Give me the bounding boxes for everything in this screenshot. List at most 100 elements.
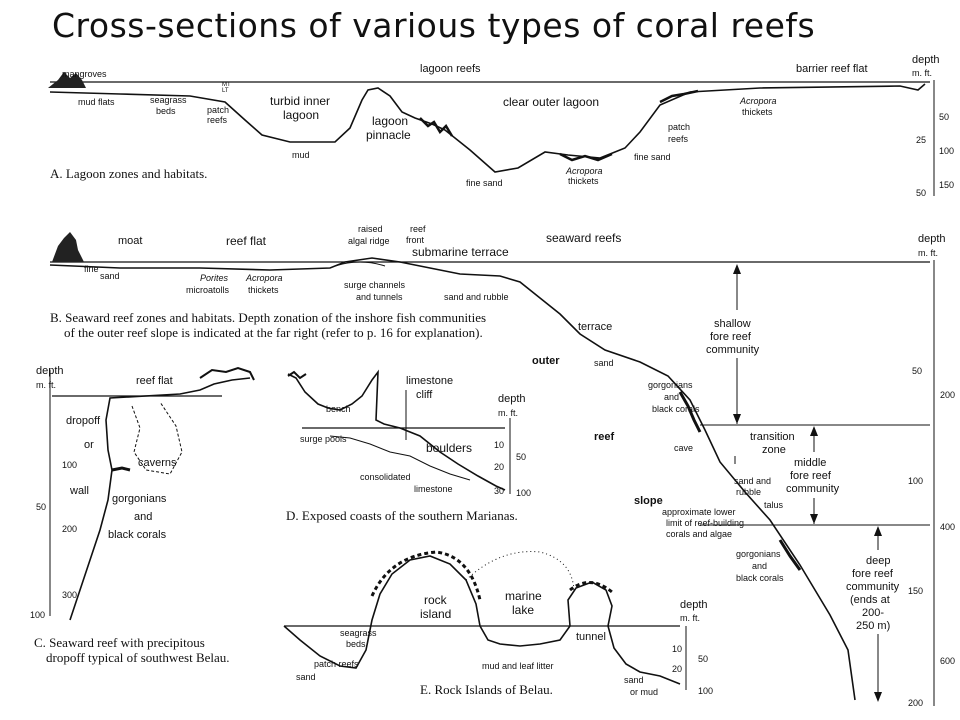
label-surge-pools: surge pools bbox=[300, 434, 347, 444]
label-front: front bbox=[406, 235, 425, 245]
reef-coral-texture bbox=[111, 466, 131, 472]
cavern-outline bbox=[131, 401, 183, 475]
depth-units-d: m. ft. bbox=[498, 408, 518, 418]
label-200: 200- bbox=[862, 607, 884, 619]
label-porites: Porites bbox=[200, 273, 229, 283]
arrow-head-icon bbox=[733, 264, 741, 274]
reef-coral-texture bbox=[559, 152, 613, 162]
tick-ft-50-d: 50 bbox=[516, 452, 526, 462]
label-turbid-inner: turbid inner bbox=[270, 94, 330, 108]
label-patch: patch bbox=[207, 105, 229, 115]
label-patch-reefs: reefs bbox=[207, 115, 228, 125]
label-algal-ridge: algal ridge bbox=[348, 236, 390, 246]
label-terrace: terrace bbox=[578, 321, 612, 333]
label-island: island bbox=[420, 607, 451, 621]
panel-b-seaward: moat reef flat raised algal ridge reef f… bbox=[49, 224, 955, 708]
label-reef-flat-c: reef flat bbox=[136, 375, 173, 387]
label-lt: LT bbox=[222, 88, 229, 94]
depth-title-d: depth bbox=[498, 393, 526, 405]
reef-coral-texture bbox=[287, 370, 307, 380]
tick-ft-50-e: 50 bbox=[698, 654, 708, 664]
label-cave: cave bbox=[674, 443, 693, 453]
consolidated-limestone-line bbox=[329, 435, 471, 481]
tick-m-25-a: 25 bbox=[916, 135, 926, 145]
tick-m-150-b: 150 bbox=[908, 586, 923, 596]
arrow-head-icon bbox=[810, 514, 818, 524]
tick-ft-150-a: 150 bbox=[939, 180, 954, 190]
label-raised: raised bbox=[358, 224, 383, 234]
label-middle-community: community bbox=[786, 483, 840, 495]
tick-m-30-d: 30 bbox=[494, 486, 504, 496]
label-lagoon-pinnacle-2: pinnacle bbox=[366, 128, 411, 142]
label-seagrass-beds-e: beds bbox=[346, 639, 366, 649]
arrow-head-icon bbox=[810, 426, 818, 436]
label-acropora-right: Acropora bbox=[739, 96, 777, 106]
label-gorgonians-deep: gorgonians bbox=[736, 549, 781, 559]
label-transition: transition bbox=[750, 431, 795, 443]
label-250m: 250 m) bbox=[856, 620, 890, 632]
label-slope: slope bbox=[634, 495, 663, 507]
depth-units-e: m. ft. bbox=[680, 613, 700, 623]
label-acropora: Acropora bbox=[245, 273, 283, 283]
label-thickets-bottom: thickets bbox=[568, 176, 599, 186]
panel-d-marianas: limestone cliff bench surge pools boulde… bbox=[286, 369, 531, 523]
label-and-tunnels: and tunnels bbox=[356, 292, 403, 302]
label-shallow: shallow bbox=[714, 318, 751, 330]
tick-m-10-d: 10 bbox=[494, 440, 504, 450]
label-bench: bench bbox=[326, 404, 351, 414]
label-thickets: thickets bbox=[248, 285, 279, 295]
mangrove-icon bbox=[52, 232, 84, 262]
label-or: or bbox=[84, 439, 94, 451]
tick-ft-200-b: 200 bbox=[940, 390, 955, 400]
label-limestone-2: limestone bbox=[414, 484, 453, 494]
label-rubble: rubble bbox=[736, 487, 761, 497]
tick-ft-100-c: 100 bbox=[62, 460, 77, 470]
label-reef: reef bbox=[410, 224, 426, 234]
label-fine-sand-right: fine sand bbox=[634, 152, 671, 162]
depth-title-a: depth bbox=[912, 54, 940, 66]
tick-ft-200-c: 200 bbox=[62, 524, 77, 534]
tick-ft-600-b: 600 bbox=[940, 656, 955, 666]
label-mangroves: mangroves bbox=[62, 69, 107, 79]
reef-coral-texture bbox=[199, 366, 255, 381]
label-gorgonians: gorgonians bbox=[648, 380, 693, 390]
island-vegetation-texture bbox=[465, 551, 575, 591]
label-lagoon-pinnacle-1: lagoon bbox=[372, 114, 408, 128]
tick-m-50-b: 50 bbox=[912, 366, 922, 376]
label-talus: talus bbox=[764, 500, 784, 510]
label-mud: mud bbox=[292, 150, 310, 160]
label-outer: outer bbox=[532, 355, 560, 367]
label-patch-right: patch bbox=[668, 122, 690, 132]
label-sand: sand bbox=[100, 271, 120, 281]
depth-units-b: m. ft. bbox=[918, 248, 938, 258]
label-seaward-reefs: seaward reefs bbox=[546, 231, 621, 245]
label-seagrass: seagrass bbox=[150, 95, 187, 105]
tick-m-20-d: 20 bbox=[494, 462, 504, 472]
label-barrier-reef-flat: barrier reef flat bbox=[796, 63, 868, 75]
caption-panel-b-2: of the outer reef slope is indicated at … bbox=[64, 325, 483, 340]
label-moat: moat bbox=[118, 235, 142, 247]
label-lake: lake bbox=[512, 603, 534, 617]
dropoff-wall-profile bbox=[69, 377, 251, 621]
label-consolidated: consolidated bbox=[360, 472, 411, 482]
label-seagrass-beds: beds bbox=[156, 106, 176, 116]
label-wall: wall bbox=[69, 485, 89, 497]
arrow-head-icon bbox=[733, 414, 741, 424]
rock-islands-profile bbox=[283, 555, 681, 685]
tick-ft-100-e: 100 bbox=[698, 686, 713, 696]
island-vegetation-texture bbox=[569, 581, 613, 594]
tick-m-20-e: 20 bbox=[672, 664, 682, 674]
label-turbid-lagoon: lagoon bbox=[283, 108, 319, 122]
tick-ft-400-b: 400 bbox=[940, 522, 955, 532]
label-sand-e: sand bbox=[296, 672, 316, 682]
label-surge-channels: surge channels bbox=[344, 280, 406, 290]
reef-coral-texture bbox=[778, 539, 802, 571]
label-patch-reefs-e: patch reefs bbox=[314, 659, 359, 669]
depth-title-c: depth bbox=[36, 365, 64, 377]
label-clear-outer-lagoon: clear outer lagoon bbox=[503, 95, 599, 109]
label-shallow-fore-reef: fore reef bbox=[710, 331, 752, 343]
arrow-head-icon bbox=[874, 526, 882, 536]
label-marine: marine bbox=[505, 589, 542, 603]
label-black-corals-c: black corals bbox=[108, 529, 167, 541]
